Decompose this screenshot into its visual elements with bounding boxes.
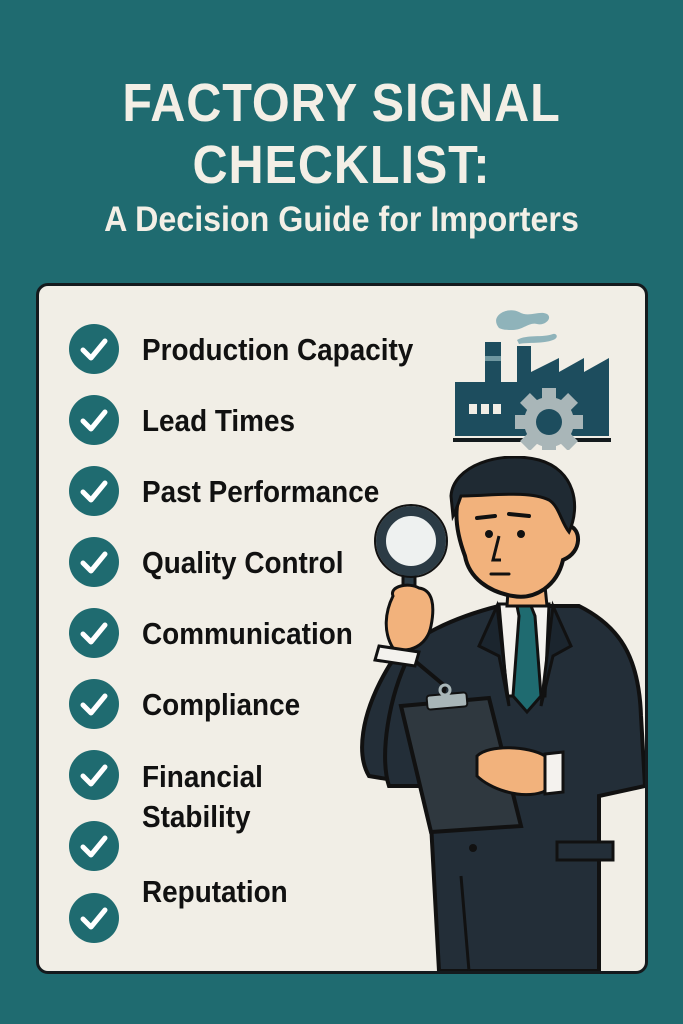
checklist-item-financial-stability-line-1: Financial — [142, 759, 263, 794]
page-subtitle: A Decision Guide for Importers — [104, 200, 579, 239]
checklist-card: Production Capacity Lead Times Past Perf… — [36, 283, 648, 974]
checklist-item-compliance: Compliance — [142, 687, 301, 722]
factory-icon — [453, 310, 611, 450]
check-circle-icon — [69, 537, 119, 587]
checklist-item-production-capacity: Production Capacity — [142, 332, 414, 367]
checklist-item-reputation: Reputation — [142, 874, 288, 909]
checklist-item-quality-control: Quality Control — [142, 545, 344, 580]
check-circle-icon — [69, 821, 119, 871]
check-circle-icon — [69, 466, 119, 516]
title-line-2: CHECKLIST: — [192, 135, 491, 195]
checklist-item-past-performance: Past Performance — [142, 474, 380, 509]
check-circle-icon — [69, 893, 119, 943]
check-circle-icon — [69, 679, 119, 729]
page-title: FACTORY SIGNAL CHECKLIST: — [34, 72, 649, 196]
title-line-1: FACTORY SIGNAL — [122, 73, 561, 133]
check-circle-icon — [69, 750, 119, 800]
checklist-item-lead-times: Lead Times — [142, 403, 296, 438]
check-circle-icon — [69, 324, 119, 374]
check-circle-icon — [69, 608, 119, 658]
businessman-illustration — [360, 456, 645, 971]
checklist-item-financial-stability-line-2: Stability — [142, 799, 251, 834]
checklist-item-communication: Communication — [142, 616, 353, 651]
check-circle-icon — [69, 395, 119, 445]
